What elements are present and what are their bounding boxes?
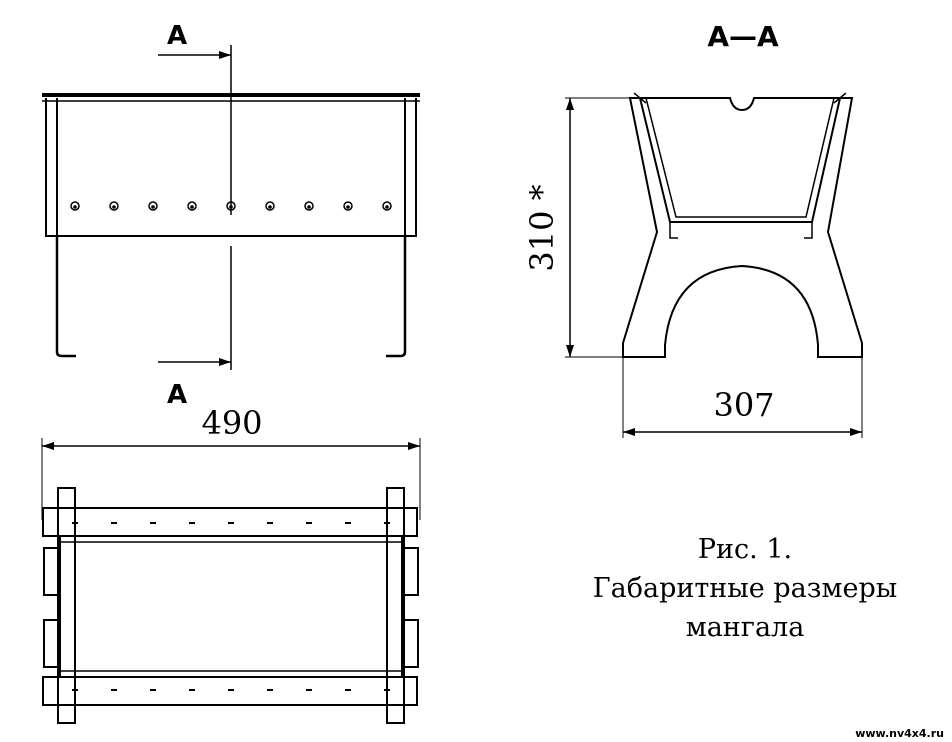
section-marker-bottom: A (167, 380, 187, 410)
tab-left-2 (43, 619, 60, 668)
top-post-right (386, 487, 405, 724)
caption-figure-number: Рис. 1. (698, 534, 792, 565)
ventilation-hole-center (112, 205, 116, 209)
top-side-tabs (43, 547, 419, 668)
dimension-width-front: 490 (41, 404, 421, 520)
figure-caption: Рис. 1. Габаритные размеры мангала (593, 534, 897, 643)
dim-value-490: 490 (201, 404, 262, 442)
front-leg-right (386, 236, 407, 358)
caption-subtitle: мангала (686, 612, 805, 643)
tab-right-2 (402, 619, 419, 668)
watermark: www.nv4x4.ru (855, 727, 944, 740)
section-hook-right (833, 92, 847, 104)
section-marker-top: A (167, 21, 187, 51)
dim-value-310: 310 * (523, 184, 561, 271)
section-outer-profile (622, 97, 863, 358)
dim-value-307: 307 (713, 386, 774, 424)
top-rail-lower (42, 676, 418, 706)
front-ventilation-holes (70, 201, 392, 211)
section-tray-wall (639, 97, 841, 223)
top-skewer-slots (72, 522, 390, 691)
caption-title: Габаритные размеры (593, 573, 897, 604)
section-tray-lip-right (804, 222, 813, 239)
ventilation-hole-center (385, 205, 389, 209)
section-title: A—A (707, 20, 779, 53)
tab-left-1 (43, 547, 60, 596)
tab-right-1 (402, 547, 419, 596)
ventilation-hole-center (268, 205, 272, 209)
front-view: A A (42, 21, 420, 410)
ventilation-hole-center (307, 205, 311, 209)
section-tray-inner (645, 97, 835, 218)
top-rail-upper (42, 507, 418, 537)
section-view: A—A 310 * 307 (523, 20, 863, 438)
ventilation-hole-center (190, 205, 194, 209)
section-tray-lip-left (669, 222, 678, 239)
front-box-outline (45, 98, 417, 237)
ventilation-hole-center (73, 205, 77, 209)
ventilation-hole-center (346, 205, 350, 209)
top-post-left (57, 487, 76, 724)
top-view (42, 487, 419, 724)
front-leg-left (55, 236, 76, 358)
ventilation-hole-center (151, 205, 155, 209)
